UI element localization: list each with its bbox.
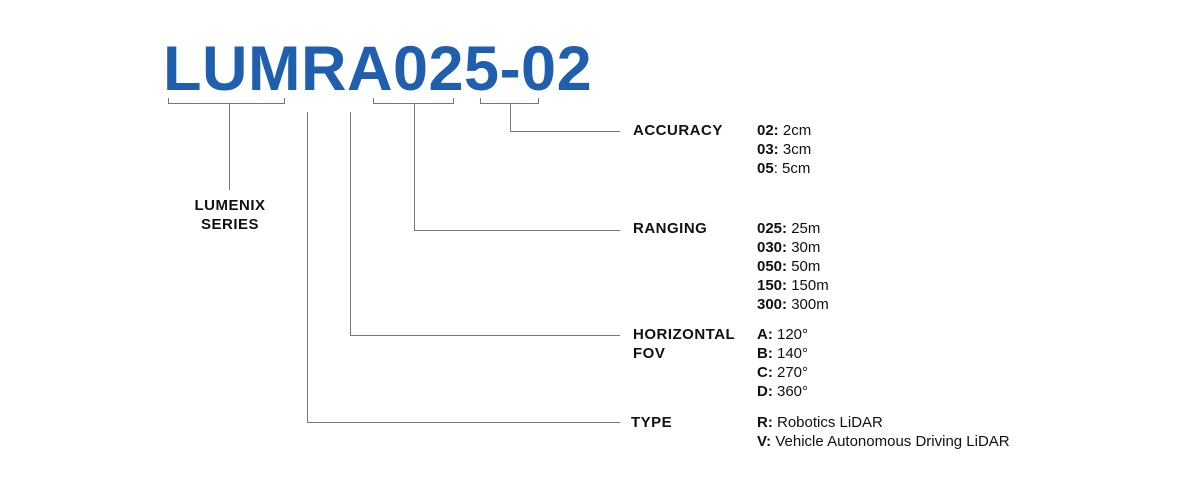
accuracy-options: 02: 2cm 03: 3cm 05: 5cm bbox=[757, 121, 811, 178]
option: D: 360° bbox=[757, 383, 809, 400]
option: 025: 25m bbox=[757, 220, 821, 237]
ranging-bracket bbox=[373, 98, 620, 231]
series-line2: SERIES bbox=[200, 216, 260, 233]
option: V: Vehicle Autonomous Driving LiDAR bbox=[757, 433, 1010, 450]
option: C: 270° bbox=[757, 364, 809, 381]
option: 050: 50m bbox=[757, 258, 821, 275]
type-label: TYPE bbox=[631, 414, 673, 431]
option: 030: 30m bbox=[757, 239, 821, 256]
accuracy-bracket bbox=[480, 98, 620, 132]
ranging-options: 025: 25m 030: 30m 050: 50m 150: 150m 300… bbox=[757, 219, 829, 314]
accuracy-label: ACCURACY bbox=[633, 122, 723, 139]
series-line1: LUMENIX bbox=[194, 197, 266, 214]
option: 150: 150m bbox=[757, 277, 829, 294]
option: 02: 2cm bbox=[757, 122, 812, 139]
option: 03: 3cm bbox=[757, 141, 812, 158]
label-line1: HORIZONTAL bbox=[633, 326, 736, 343]
label-line2: FOV bbox=[633, 345, 666, 362]
option: A: 120° bbox=[757, 326, 809, 343]
fov-options: A: 120° B: 140° C: 270° D: 360° bbox=[757, 325, 808, 401]
option: 05: 5cm bbox=[757, 160, 811, 177]
horizontal-fov-label: HORIZONTAL FOV bbox=[633, 325, 735, 363]
type-options: R: Robotics LiDAR V: Vehicle Autonomous … bbox=[757, 413, 1010, 451]
series-bracket bbox=[168, 98, 285, 190]
option: 300: 300m bbox=[757, 296, 829, 313]
fov-connector bbox=[350, 112, 620, 336]
series-label: LUMENIX SERIES bbox=[180, 196, 280, 234]
type-connector bbox=[307, 112, 620, 423]
model-code: LUMRA025-02 bbox=[163, 34, 593, 104]
ranging-label: RANGING bbox=[633, 220, 708, 237]
option: R: Robotics LiDAR bbox=[757, 414, 883, 431]
option: B: 140° bbox=[757, 345, 809, 362]
